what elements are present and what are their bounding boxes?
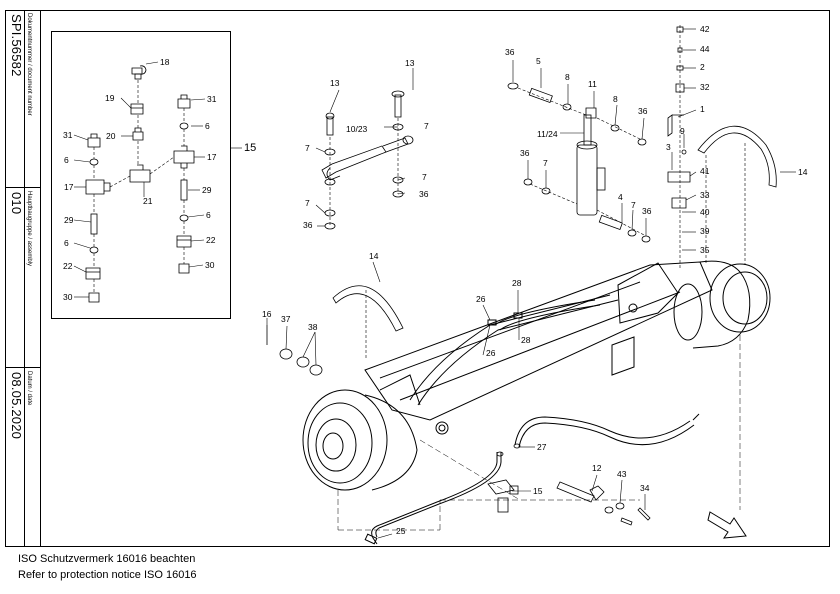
callout-9: 9 xyxy=(680,126,685,136)
callout-5: 5 xyxy=(536,56,541,66)
callout-7: 7 xyxy=(424,121,429,131)
inset-fittings-group xyxy=(73,61,242,303)
callout-43: 43 xyxy=(617,469,627,479)
callout-7: 7 xyxy=(631,200,636,210)
callout-28: 28 xyxy=(512,278,522,288)
callout-17: 17 xyxy=(64,182,74,192)
callout-12: 12 xyxy=(592,463,602,473)
right-small-parts xyxy=(667,25,691,268)
callout-15: 15 xyxy=(533,486,543,496)
callout-31: 31 xyxy=(63,130,73,140)
document-number-cell: Dokumentnummer / document number SPI.565… xyxy=(5,10,40,188)
callout-7: 7 xyxy=(422,172,427,182)
title-block: Dokumentnummer / document number SPI.565… xyxy=(5,10,41,547)
callout-6: 6 xyxy=(64,155,69,165)
document-number-label: Dokumentnummer / document number xyxy=(26,13,32,116)
protection-notice-en: Refer to protection notice ISO 16016 xyxy=(18,569,197,581)
callout-30: 30 xyxy=(63,292,73,302)
callout-18: 18 xyxy=(160,57,170,67)
date-label: Datum / date xyxy=(26,371,32,406)
callout-34: 34 xyxy=(640,483,650,493)
callout-29: 29 xyxy=(202,185,212,195)
callout-30: 30 xyxy=(205,260,215,270)
callout-7: 7 xyxy=(305,143,310,153)
callout-31: 31 xyxy=(207,94,217,104)
drawing-frame xyxy=(5,10,830,547)
pin-group xyxy=(556,481,651,526)
steering-cylinder-group xyxy=(321,90,414,230)
callout-35: 35 xyxy=(700,245,710,255)
callout-36: 36 xyxy=(505,47,515,57)
direction-arrow xyxy=(707,511,747,539)
callout-28: 28 xyxy=(521,335,531,345)
assembly-cell: Hauptbaugruppe / assembly 010 xyxy=(5,188,40,368)
callout-33: 33 xyxy=(700,190,710,200)
callout-6: 6 xyxy=(64,238,69,248)
callout-19: 19 xyxy=(105,93,115,103)
callout-38: 38 xyxy=(308,322,318,332)
callout-26: 26 xyxy=(476,294,486,304)
callout-26: 26 xyxy=(486,348,496,358)
callout-10-23: 10/23 xyxy=(346,124,368,134)
callout-2: 2 xyxy=(700,62,705,72)
callout-36: 36 xyxy=(642,206,652,216)
callout-32: 32 xyxy=(700,82,710,92)
protection-notice-de: ISO Schutzvermerk 16016 beachten xyxy=(18,553,196,565)
callout-16: 16 xyxy=(262,309,272,319)
assembly-label: Hauptbaugruppe / assembly xyxy=(26,191,32,267)
callout-15: 15 xyxy=(244,142,256,154)
callout-41: 41 xyxy=(700,166,710,176)
callout-7: 7 xyxy=(543,158,548,168)
callout-25: 25 xyxy=(396,526,406,536)
callout-36: 36 xyxy=(638,106,648,116)
callout-37: 37 xyxy=(281,314,291,324)
callout-36: 36 xyxy=(419,189,429,199)
assembly-number: 010 xyxy=(9,192,24,215)
lift-cylinder-group xyxy=(507,82,651,243)
callout-29: 29 xyxy=(64,215,74,225)
callout-27: 27 xyxy=(537,442,547,452)
callout-labels: 18 19 20 31 6 17 21 29 6 22 30 31 6 17 2… xyxy=(63,24,808,536)
date-value: 08.05.2020 xyxy=(9,372,24,440)
callout-22: 22 xyxy=(63,261,73,271)
callout-39: 39 xyxy=(700,226,710,236)
callout-13: 13 xyxy=(330,78,340,88)
document-number: SPI.56582 xyxy=(9,14,24,77)
right-fender xyxy=(697,125,777,265)
callout-21: 21 xyxy=(143,196,153,206)
callout-8: 8 xyxy=(613,94,618,104)
hydraulic-lines xyxy=(364,294,700,545)
callout-11-24: 11/24 xyxy=(537,129,558,139)
callout-14: 14 xyxy=(798,167,808,177)
callout-4: 4 xyxy=(618,192,623,202)
callout-36: 36 xyxy=(303,220,313,230)
callout-6: 6 xyxy=(205,121,210,131)
valve-block xyxy=(487,443,521,513)
callout-3: 3 xyxy=(666,142,671,152)
callout-17: 17 xyxy=(207,152,217,162)
callout-14: 14 xyxy=(369,251,379,261)
callout-1: 1 xyxy=(700,104,705,114)
callout-44: 44 xyxy=(700,44,710,54)
left-fender xyxy=(332,285,404,360)
callout-6: 6 xyxy=(206,210,211,220)
callout-8: 8 xyxy=(565,72,570,82)
callout-13: 13 xyxy=(405,58,415,68)
left-small-parts xyxy=(266,325,323,376)
callout-36: 36 xyxy=(520,148,530,158)
callout-7: 7 xyxy=(305,198,310,208)
callout-40: 40 xyxy=(700,207,710,217)
fittings-inset-box xyxy=(51,31,231,319)
axle-assembly xyxy=(302,260,771,491)
callout-22: 22 xyxy=(206,235,216,245)
callout-20: 20 xyxy=(106,131,116,141)
date-cell: Datum / date 08.05.2020 xyxy=(5,368,40,546)
callout-42: 42 xyxy=(700,24,710,34)
callout-11: 11 xyxy=(588,79,597,89)
